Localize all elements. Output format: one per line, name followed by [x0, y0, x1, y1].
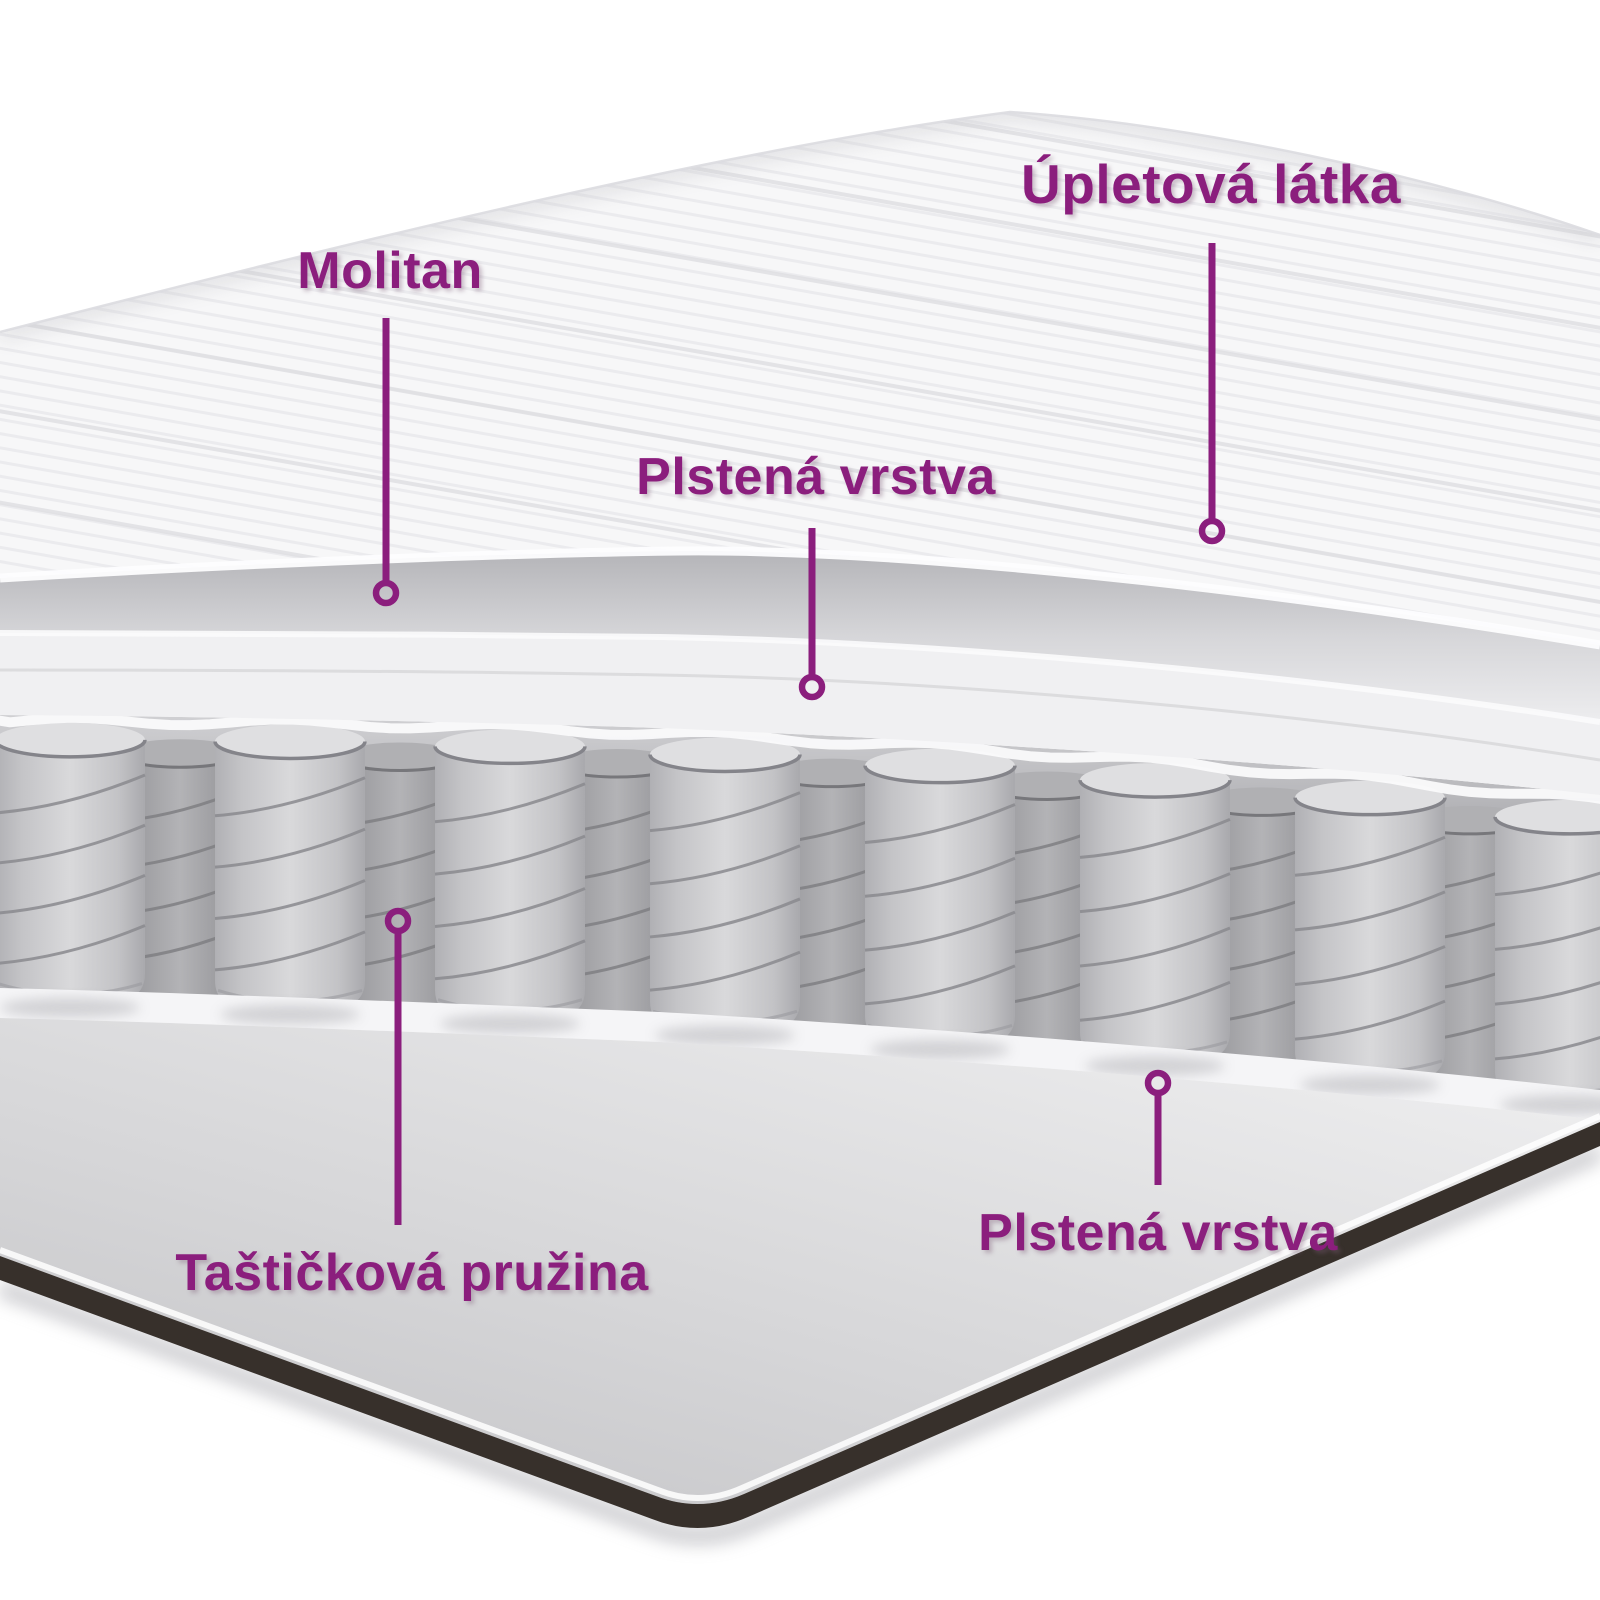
- base-edge-shadow: [0, 1144, 1600, 1544]
- pocket-spring: [863, 748, 1017, 1046]
- felt-band-seam: [0, 668, 1600, 762]
- recessed-pocket-spring: [983, 771, 1111, 1044]
- pocket-spring: [648, 737, 802, 1032]
- leader-dot-upletova-latka: [1198, 517, 1226, 545]
- felt-rim-wave: [0, 712, 1600, 804]
- spring-shadow: [1300, 1074, 1440, 1095]
- leader-dot-molitan: [372, 579, 400, 607]
- mattress-dark-edge: [0, 1122, 1600, 1529]
- leader-lines: [372, 243, 1226, 1225]
- spring-shadow: [1500, 1094, 1600, 1115]
- pocket-spring: [433, 729, 587, 1020]
- spring-shadow: [1085, 1055, 1225, 1076]
- pocket-spring: [0, 722, 147, 1004]
- leader-dot-plstena-vrstva-bottom: [1144, 1069, 1172, 1097]
- leader-dot-plstena-vrstva-top: [798, 673, 826, 701]
- label-plstena-vrstva-top: Plstená vrstva: [636, 448, 996, 506]
- label-tastickova-pruzina: Taštičková pružina: [175, 1244, 649, 1302]
- spring-shadows: [0, 997, 1600, 1115]
- leader-dot-tastickova-pruzina: [384, 907, 412, 935]
- pocket-springs-row: [0, 722, 1600, 1101]
- spring-shadow: [655, 1025, 795, 1046]
- label-molitan: Molitan: [297, 242, 483, 300]
- pocket-spring: [1493, 799, 1600, 1101]
- foam-layer-band: [0, 550, 1600, 722]
- pocket-spring: [1078, 763, 1232, 1062]
- pocket-spring: [1293, 780, 1447, 1081]
- spring-shadow: [0, 997, 140, 1018]
- base-rim-highlight: [0, 1113, 1600, 1501]
- spring-shadow: [870, 1039, 1010, 1060]
- label-plstena-vrstva-bottom: Plstená vrstva: [978, 1204, 1338, 1262]
- knitted-fabric-sheet: [0, 110, 1600, 650]
- label-upletova-latka: Úpletová látka: [1021, 153, 1401, 215]
- spring-shadow: [220, 1004, 360, 1025]
- spring-shadow: [440, 1013, 580, 1034]
- felt-layer-rim: [0, 712, 1600, 804]
- felt-band-highlight: [0, 630, 1600, 725]
- pocket-spring: [213, 724, 367, 1011]
